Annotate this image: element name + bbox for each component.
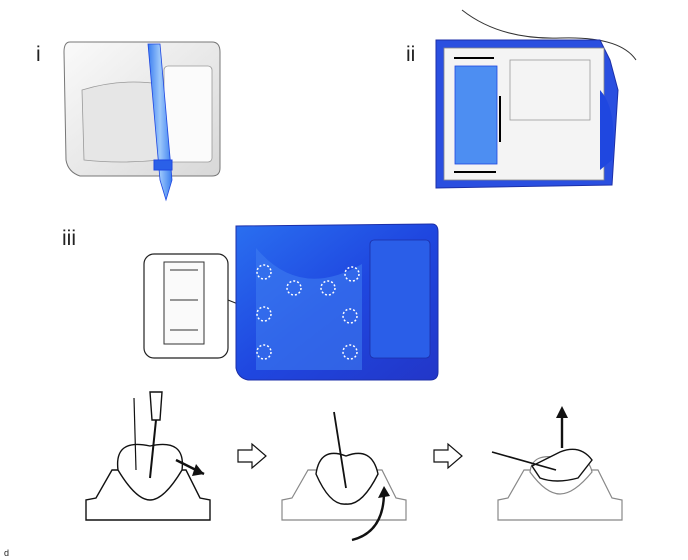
arrow-right-icon — [433, 442, 463, 470]
screwdriver-icon — [333, 411, 347, 489]
push-arrow-head — [192, 464, 204, 476]
step-3 — [491, 406, 623, 521]
clip-marker — [256, 344, 272, 360]
blue-block — [454, 65, 498, 165]
clip-marker — [342, 344, 358, 360]
panel-blue-recess — [256, 248, 362, 370]
step-2 — [281, 411, 407, 542]
clip-marker — [320, 280, 336, 296]
step-1 — [85, 391, 211, 521]
screwdriver-icon — [133, 391, 163, 479]
strap-buckle — [153, 159, 173, 171]
clip-marker — [286, 280, 302, 296]
arrow-up-head — [556, 406, 568, 418]
inset-clip — [163, 261, 205, 345]
screwdriver-icon — [491, 451, 557, 471]
frame-cell — [509, 59, 591, 121]
clip-head — [315, 452, 379, 505]
panel-blue-pocket — [369, 239, 431, 359]
clip-marker — [342, 308, 358, 324]
panel-label-i: i — [36, 43, 41, 66]
clip-markers — [256, 264, 360, 360]
clip-marker — [256, 264, 272, 280]
panel-iii: iii — [62, 223, 439, 381]
panel-label-iii: iii — [62, 227, 76, 250]
panel-i: i — [36, 41, 221, 202]
cable-line — [461, 9, 637, 61]
clip-marker — [256, 306, 272, 322]
clip-marker — [344, 266, 360, 282]
frame-side — [600, 90, 614, 170]
panel-ii: ii — [406, 9, 637, 189]
clip-head-removed — [530, 448, 593, 482]
procedure-sequence — [85, 391, 623, 542]
clip-base — [497, 469, 623, 521]
panel-recess — [81, 81, 161, 163]
panel-label-ii: ii — [406, 43, 415, 66]
arrow-right-icon — [237, 442, 267, 470]
curved-arrow-icon — [351, 491, 386, 542]
inset-clip-lines — [170, 269, 198, 331]
panel-pocket — [163, 65, 213, 163]
curved-arrow-head — [378, 486, 390, 498]
figure-code: d — [4, 548, 9, 558]
